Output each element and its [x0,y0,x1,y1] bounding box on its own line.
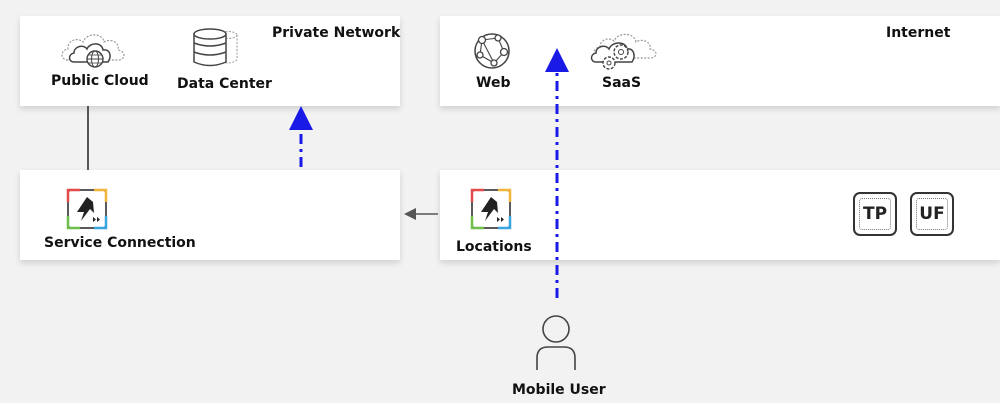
web-label: Web [476,75,511,91]
web-network-icon [474,33,510,69]
cloud-gears-icon [590,33,657,70]
data-center-label: Data Center [177,76,272,92]
tp-badge-text: TP [859,198,891,230]
locations-label: Locations [456,239,532,255]
prisma-access-logo-icon [470,188,512,230]
service-connection-label: Service Connection [44,235,196,251]
internet-panel [440,16,1000,106]
cloud-globe-icon [61,34,125,68]
user-icon [536,315,576,370]
prisma-access-logo-icon [66,188,108,230]
uf-badge: UF [910,192,954,236]
uf-badge-text: UF [916,198,948,230]
private-network-title: Private Network [272,25,401,41]
internet-title: Internet [886,25,951,41]
mobile-user-label: Mobile User [512,382,606,398]
saas-label: SaaS [602,75,642,91]
public-cloud-label: Public Cloud [51,73,149,89]
locations-panel [440,170,1000,260]
database-icon [193,28,238,67]
tp-badge: TP [853,192,897,236]
